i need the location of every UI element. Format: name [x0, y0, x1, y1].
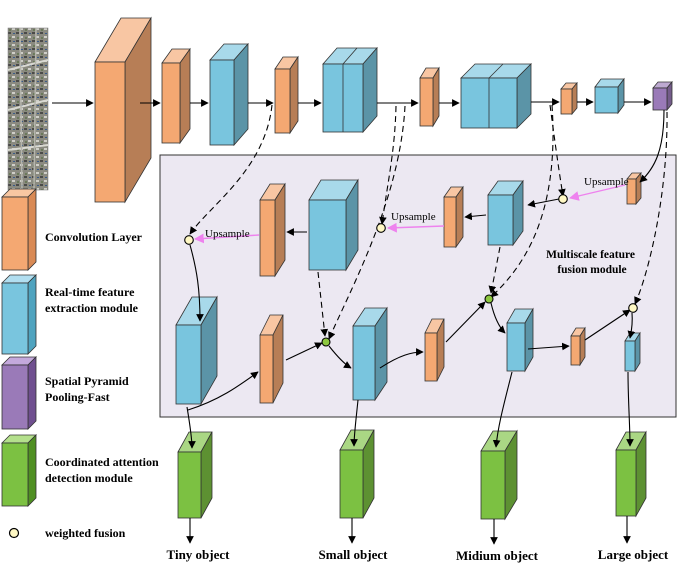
legend-rtfe-swatch	[1, 274, 37, 355]
arrow-rtfe-large-to-head	[626, 371, 634, 447]
head-large	[615, 430, 647, 518]
backbone-rtfe-4	[594, 77, 625, 115]
backbone-conv-3	[274, 55, 299, 135]
backbone-rtfe-2	[322, 46, 378, 134]
neck-rtfe-down-1	[175, 295, 218, 406]
dashed-skip-tiny	[189, 104, 273, 235]
arrow-sppf-to-neck	[639, 109, 665, 183]
neck-conv-up-1	[626, 171, 642, 206]
upsample-label-1: Upsample	[584, 176, 629, 188]
arrow-conv-down2-to-node-medium	[445, 301, 486, 343]
fusion-module-label: Multiscale feature fusion module	[546, 249, 638, 276]
output-midium-object: Midium object	[456, 548, 539, 563]
neck-rtfe-down-3	[506, 307, 534, 373]
backbone-conv-2	[161, 47, 191, 145]
neck-conv-up-2	[443, 185, 464, 249]
dashed-skip-large	[634, 111, 668, 305]
legend: Convolution Layer Real-time feature extr…	[1, 188, 162, 540]
weighted-fusion-node-small	[321, 337, 331, 347]
arrow-rtfe-down3-to-conv-down3	[527, 342, 570, 351]
arrow-node1-to-rtfe-up1	[527, 198, 560, 208]
dashed-skip-small-a	[379, 105, 397, 225]
legend-conv-swatch	[1, 188, 37, 271]
neck-conv-down-1	[259, 314, 284, 404]
legend-fusion-label: weighted fusion	[45, 526, 126, 540]
arrow-rtfe-up1-to-conv-up2	[464, 212, 487, 221]
neck-rtfe-down-2	[352, 306, 388, 402]
weighted-fusion-node-tiny	[184, 235, 194, 245]
neck-rtfe-up-2	[308, 178, 359, 272]
input-aerial-image	[7, 27, 49, 191]
arrow-rtfe-small-to-head	[350, 399, 359, 447]
dashed-rtfe-up2-to-node-small	[317, 271, 329, 337]
neck-rtfe-up-1	[487, 179, 524, 247]
neck-rtfe-down-4	[624, 331, 641, 373]
arrow-rtfe-medium-to-head	[492, 371, 513, 448]
arrow-conv-down3-to-node-large	[584, 309, 631, 341]
backbone-rtfe-3	[460, 63, 532, 129]
weighted-fusion-node-medium	[484, 294, 494, 304]
upsample-arrow-2	[387, 222, 445, 233]
backbone-conv-1	[94, 16, 152, 204]
legend-cad-label: Coordinated attention detection module	[45, 455, 162, 485]
legend-conv-label: Convolution Layer	[45, 230, 143, 244]
neck-conv-down-2	[424, 318, 445, 382]
neck-conv-up-3	[259, 182, 286, 278]
neck-conv-down-3	[570, 326, 586, 367]
arrow-node-small-to-rtfe-down2	[328, 345, 352, 369]
head-tiny	[177, 431, 213, 519]
backbone-conv-5	[560, 81, 578, 116]
output-large-object: Large object	[598, 547, 669, 562]
arrow-rtfe-down2-to-conv-down2	[379, 348, 424, 369]
weighted-fusion-node-large	[628, 303, 638, 313]
arrow-node-tiny-to-rtfe	[189, 244, 204, 322]
legend-rtfe-label: Real-time feature extraction module	[45, 285, 139, 315]
backbone-conv-4	[419, 66, 440, 128]
arrow-rtfe-tiny-to-head	[186, 406, 196, 449]
output-tiny-object: Tiny object	[167, 547, 231, 562]
backbone-rtfe-1	[209, 42, 249, 147]
head-small	[339, 429, 375, 519]
upsample-label-2: Upsample	[391, 211, 436, 223]
fusion-module-panel	[159, 154, 677, 418]
upsample-arrow-3	[194, 233, 260, 244]
arrow-node-large-to-rtfe-down4	[627, 312, 636, 339]
dashed-rtfe-up1-to-node-medium	[488, 246, 501, 294]
backbone-sppf	[652, 80, 673, 112]
dashed-skip-medium-b	[490, 104, 554, 298]
upsample-arrow-1	[569, 184, 626, 201]
weighted-fusion-node-up1	[558, 194, 568, 204]
arrow-node-medium-to-rtfe-down3	[490, 302, 506, 334]
weighted-fusion-node-up2	[376, 223, 386, 233]
head-medium	[480, 429, 518, 521]
dashed-skip-small-b	[328, 105, 406, 340]
output-small-object: Small object	[319, 547, 389, 562]
upsample-label-3: Upsample	[205, 228, 250, 240]
legend-sppf-swatch	[1, 356, 37, 430]
arrow-conv-down1-to-node-small	[285, 342, 323, 361]
arrow-rtfe-tiny-to-conv-down1	[187, 371, 259, 411]
legend-sppf-label: Spatial Pyramid Pooling-Fast	[45, 374, 132, 404]
legend-cad-swatch	[1, 434, 37, 507]
dashed-skip-medium-a	[549, 104, 566, 197]
legend-fusion-swatch	[8, 527, 20, 539]
